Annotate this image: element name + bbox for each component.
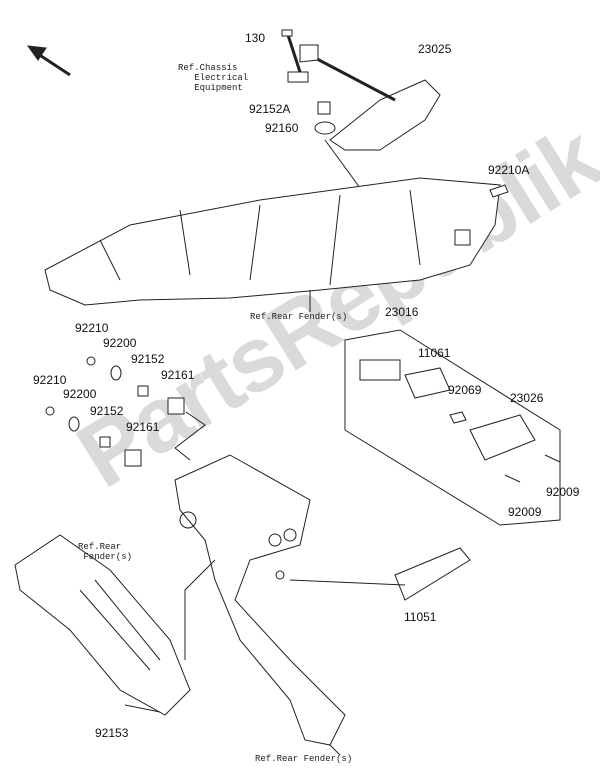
- label-92200: 92200: [103, 336, 137, 350]
- direction-arrow-icon: [26, 45, 71, 77]
- ref-chassis-electrical: Ref.Chassis Electrical Equipment: [178, 63, 249, 93]
- part-92160: [314, 121, 336, 135]
- label-92160: 92160: [265, 121, 299, 135]
- part-92200: [110, 365, 122, 381]
- part-92152: [137, 385, 149, 397]
- ref-rear-fender-bottom: Ref.Rear Fender(s): [255, 754, 353, 764]
- part-rear-fender-inner: [14, 534, 191, 716]
- label-92009: 92009: [546, 485, 580, 499]
- label-92210A: 92210A: [488, 163, 530, 177]
- label-11051: 11051: [404, 610, 437, 624]
- part-23025: [299, 44, 441, 151]
- label-92161-b: 92161: [126, 420, 160, 434]
- part-11061: [404, 367, 451, 399]
- ref-rear-fender-top: Ref.Rear Fender(s): [250, 312, 348, 322]
- lamp-callout-box: [344, 329, 561, 526]
- label-11061: 11061: [418, 346, 451, 360]
- label-92152: 92152: [131, 352, 165, 366]
- part-92161: [167, 397, 185, 415]
- part-92210A: [489, 184, 509, 198]
- label-92153: 92153: [95, 726, 129, 740]
- label-92161: 92161: [161, 368, 195, 382]
- label-92069: 92069: [448, 383, 482, 397]
- part-11051: [394, 547, 471, 601]
- ref-rear-fender-left: Ref.Rear Fender(s): [78, 542, 133, 562]
- label-92210-b: 92210: [33, 373, 67, 387]
- label-92200-b: 92200: [63, 387, 97, 401]
- part-130: [281, 29, 302, 73]
- part-23026: [469, 414, 536, 461]
- label-130: 130: [245, 31, 266, 45]
- part-clamp: [287, 71, 309, 83]
- part-92210: [86, 356, 96, 366]
- label-92210: 92210: [75, 321, 109, 335]
- rear-fender: [44, 177, 501, 306]
- label-23016: 23016: [385, 305, 419, 319]
- label-23026: 23026: [510, 391, 544, 405]
- part-92069: [449, 411, 467, 424]
- part-23016-bracket: [359, 359, 401, 381]
- label-92152A: 92152A: [249, 102, 291, 116]
- part-license-bracket: [174, 454, 346, 746]
- label-92152-b: 92152: [90, 404, 124, 418]
- label-92009-b: 92009: [508, 505, 542, 519]
- part-92152A: [317, 101, 331, 115]
- label-23025: 23025: [418, 42, 452, 56]
